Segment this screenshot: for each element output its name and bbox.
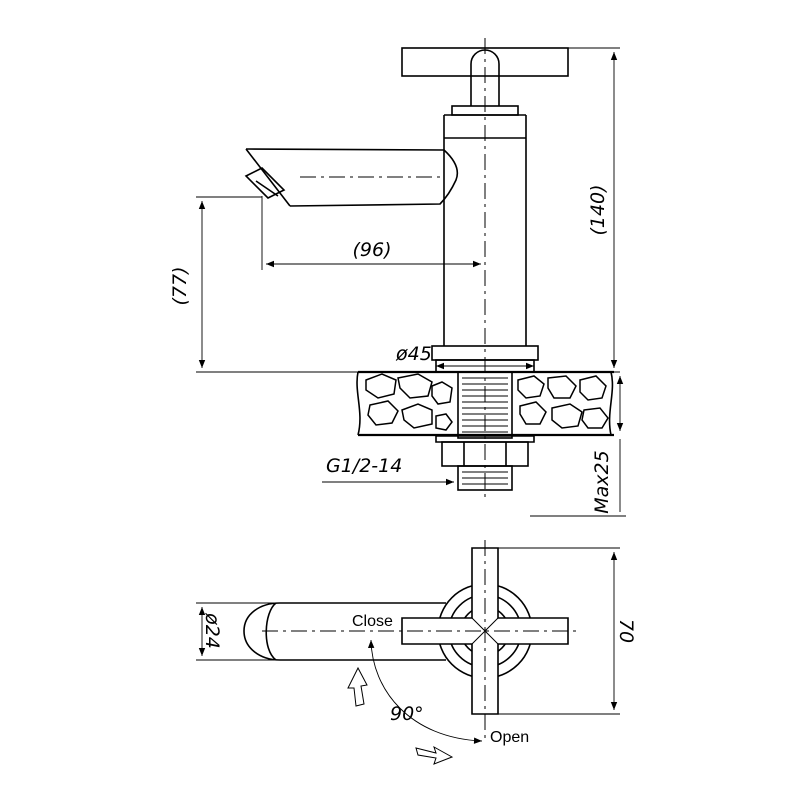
base-diameter-label: ø45: [395, 343, 432, 365]
thread-label: G1/2-14: [326, 455, 402, 477]
side-view: (140) Max25 (77) (96) ø45: [169, 38, 626, 517]
dimension-max-thickness: Max25: [530, 376, 626, 517]
angle-label: 90°: [390, 703, 424, 725]
total-height-label: (140): [587, 184, 609, 235]
direction-arrow-right-icon: [415, 745, 454, 765]
spout: [244, 148, 459, 207]
thread-callout: G1/2-14: [322, 455, 454, 486]
direction-arrow-up-icon: [347, 666, 368, 707]
dimension-top-width: 70: [498, 547, 637, 715]
top-view: 70 ø24 90° Close Open: [196, 540, 637, 765]
top-width-label: 70: [615, 619, 637, 643]
dimension-spout-reach: (96): [261, 196, 481, 270]
dimension-spout-height: (77): [169, 196, 358, 373]
dimension-spout-diameter: ø24: [196, 602, 276, 661]
open-label: Open: [490, 729, 529, 746]
spout-diameter-label: ø24: [201, 612, 223, 649]
spout-reach-label: (96): [352, 239, 391, 261]
spout-height-label: (77): [169, 266, 191, 305]
close-label: Close: [352, 613, 393, 630]
rotation-indicator: 90° Close Open: [352, 613, 529, 746]
dimension-base-diameter: ø45: [395, 343, 534, 370]
max-thickness-label: Max25: [591, 450, 613, 513]
dimension-total-height: (140): [540, 47, 620, 373]
